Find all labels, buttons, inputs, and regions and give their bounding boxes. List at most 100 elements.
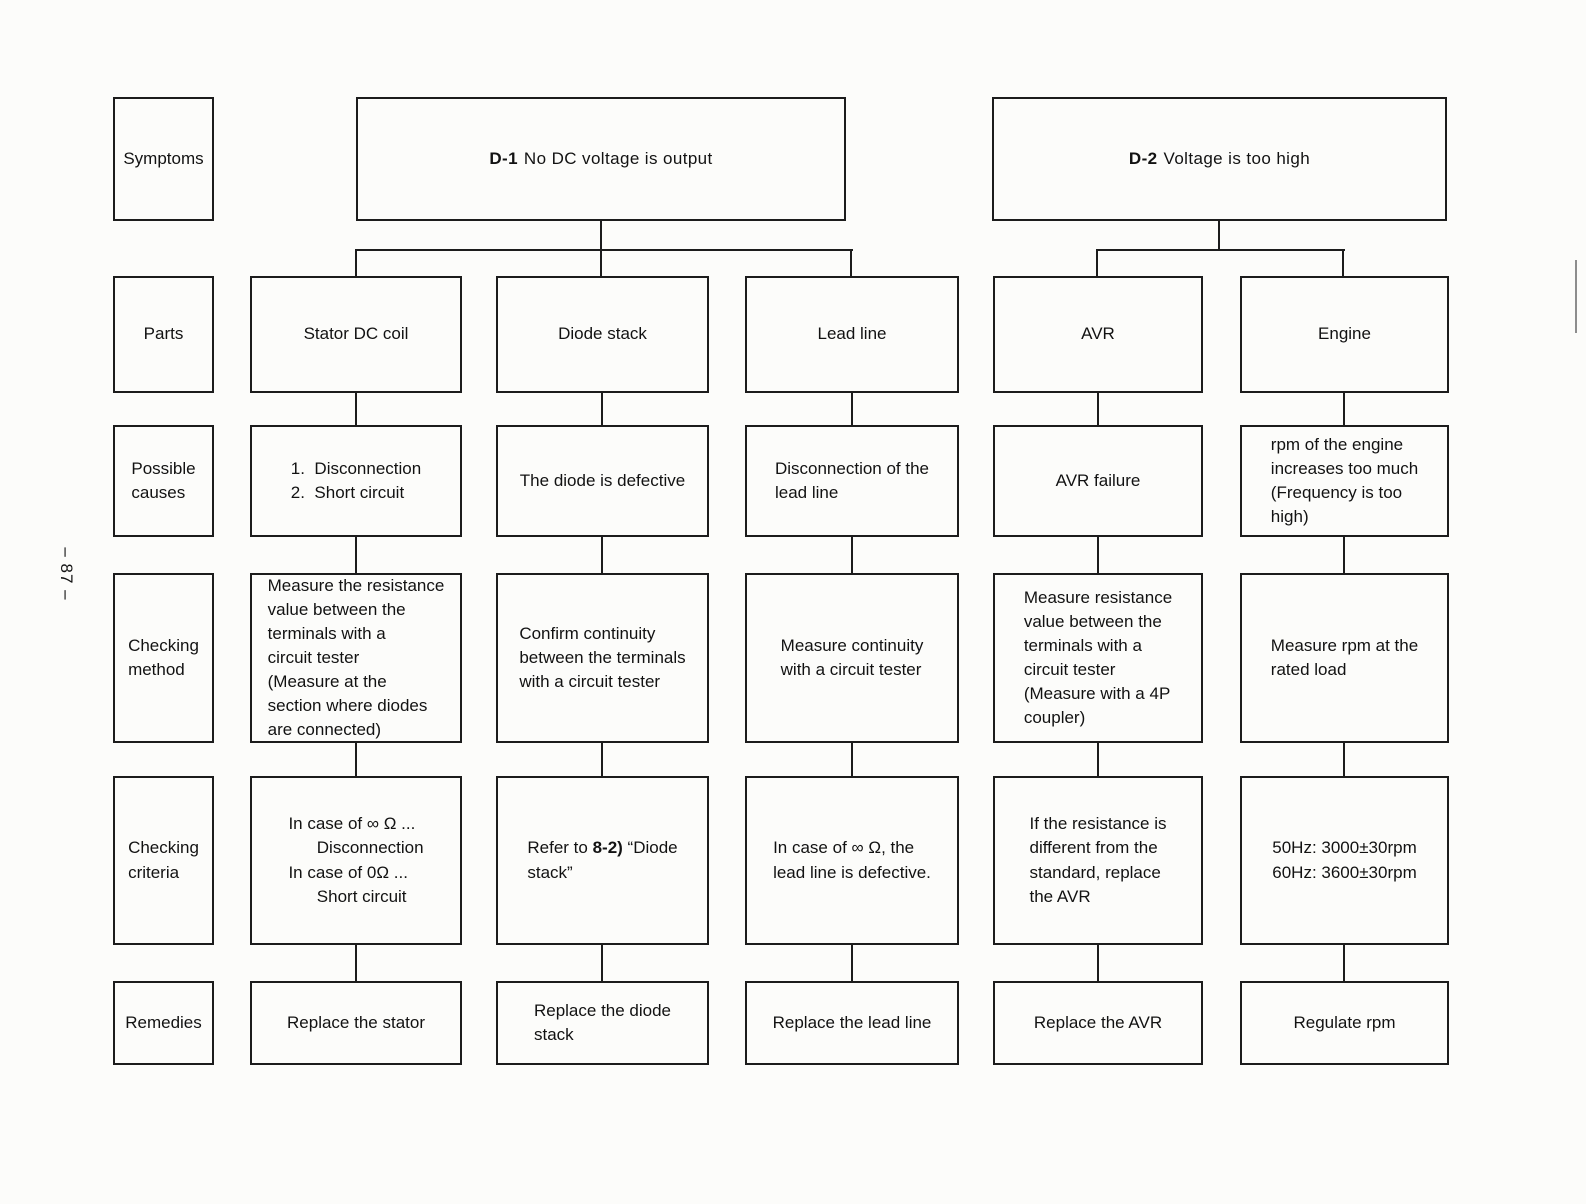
part-engine-text: Engine [1318,324,1371,344]
row-label-checking-method-text: Checking method [128,635,199,679]
remedy-engine-box: Regulate rpm [1240,981,1449,1065]
connector-line [600,249,602,276]
criteria-diode-suffix: “Diode stack” [527,838,678,882]
criteria-diode-box: Refer to 8-2) “Diode stack” [496,776,709,945]
part-stator-text: Stator DC coil [303,324,409,344]
part-diode-box: Diode stack [496,276,709,393]
symptom-d2-text: D-2 Voltage is too high [1129,149,1310,169]
row-label-checking-criteria-text: Checking criteria [128,838,199,882]
remedy-diode-text: Replace the diode stack [533,1000,672,1044]
remedy-stator-text: Replace the stator [287,1012,425,1032]
row-label-parts-text: Parts [143,324,184,344]
criteria-diode-text: Refer to 8-2) “Diode stack” [527,836,677,884]
connector-line [355,249,853,251]
connector-line [1343,945,1345,981]
symptom-d1-text: D-1 No DC voltage is output [489,149,712,169]
connector-line [355,249,357,276]
cause-leadline-box: Disconnection of the lead line [745,425,959,537]
symptom-d2-code: D-2 [1128,149,1158,168]
symptom-d1-code: D-1 [489,149,518,168]
connector-line [355,393,357,425]
connector-line [355,945,357,981]
criteria-engine-text: 50Hz: 3000±30rpm 60Hz: 3600±30rpm [1272,838,1417,882]
method-leadline-text: Measure continuity with a circuit tester [780,635,924,679]
criteria-stator-box: In case of ∞ Ω ... Disconnection In case… [250,776,462,945]
remedy-avr-box: Replace the AVR [993,981,1203,1065]
connector-line [1343,743,1345,776]
method-engine-box: Measure rpm at the rated load [1240,573,1449,743]
method-stator-box: Measure the resistance value between the… [250,573,462,743]
connector-line [601,945,603,981]
cause-diode-text: The diode is defective [519,470,686,490]
method-leadline-box: Measure continuity with a circuit tester [745,573,959,743]
method-diode-box: Confirm continuity between the terminals… [496,573,709,743]
remedy-leadline-box: Replace the lead line [745,981,959,1065]
row-label-possible-causes: Possible causes [113,425,214,537]
connector-line [1097,743,1099,776]
part-avr-text: AVR [1081,324,1115,344]
part-diode-text: Diode stack [558,324,647,344]
cause-stator-text: 1. Disconnection 2. Short circuit [290,458,422,502]
cause-diode-box: The diode is defective [496,425,709,537]
remedy-leadline-text: Replace the lead line [772,1012,932,1032]
symptom-d1-box: D-1 No DC voltage is output [356,97,846,221]
symptom-d2-box: D-2 Voltage is too high [992,97,1447,221]
connector-line [355,537,357,573]
connector-line [851,743,853,776]
remedy-diode-box: Replace the diode stack [496,981,709,1065]
connector-line [1097,945,1099,981]
cause-avr-text: AVR failure [1055,470,1141,490]
row-label-checking-method: Checking method [113,573,214,743]
part-avr-box: AVR [993,276,1203,393]
remedy-stator-box: Replace the stator [250,981,462,1065]
method-stator-text: Measure the resistance value between the… [267,575,445,740]
row-label-possible-causes-text: Possible causes [131,458,196,502]
cause-engine-box: rpm of the engine increases too much (Fr… [1240,425,1449,537]
row-label-remedies: Remedies [113,981,214,1065]
cause-engine-text: rpm of the engine increases too much (Fr… [1270,434,1419,527]
criteria-diode-ref: 8-2) [592,838,623,858]
criteria-avr-box: If the resistance is different from the … [993,776,1203,945]
cause-leadline-text: Disconnection of the lead line [774,458,930,502]
cause-stator-box: 1. Disconnection 2. Short circuit [250,425,462,537]
remedy-engine-text: Regulate rpm [1293,1012,1396,1032]
part-engine-box: Engine [1240,276,1449,393]
connector-line [601,537,603,573]
criteria-leadline-box: In case of ∞ Ω, the lead line is defecti… [745,776,959,945]
connector-line [1096,249,1345,251]
connector-line [1343,537,1345,573]
criteria-leadline-text: In case of ∞ Ω, the lead line is defecti… [773,838,931,882]
connector-line [1342,249,1344,276]
connector-line [1096,249,1098,276]
row-label-remedies-text: Remedies [125,1012,202,1032]
row-label-symptoms-text: Symptoms [123,148,204,168]
row-label-symptoms: Symptoms [113,97,214,221]
page-number: – 87 – [57,547,76,601]
connector-line [1097,537,1099,573]
method-avr-text: Measure resistance value between the ter… [1023,587,1173,728]
connector-line [601,393,603,425]
connector-line [851,945,853,981]
connector-line [1097,393,1099,425]
connector-line [601,743,603,776]
criteria-diode-prefix: Refer to [527,838,593,858]
part-leadline-text: Lead line [817,324,887,344]
connector-line [851,393,853,425]
scan-artifact-line [1575,260,1577,333]
symptom-d2-label: Voltage is too high [1163,149,1311,168]
criteria-stator-text: In case of ∞ Ω ... Disconnection In case… [288,814,424,906]
remedy-avr-text: Replace the AVR [1033,1012,1163,1032]
row-label-checking-criteria: Checking criteria [113,776,214,945]
method-engine-text: Measure rpm at the rated load [1270,635,1419,679]
connector-line [1218,221,1220,250]
part-stator-box: Stator DC coil [250,276,462,393]
connector-line [600,221,602,250]
connector-line [1343,393,1345,425]
criteria-engine-box: 50Hz: 3000±30rpm 60Hz: 3600±30rpm [1240,776,1449,945]
method-diode-text: Confirm continuity between the terminals… [519,623,686,692]
criteria-avr-text: If the resistance is different from the … [1029,814,1167,906]
row-label-parts: Parts [113,276,214,393]
symptom-d1-label: No DC voltage is output [523,149,713,168]
connector-line [850,249,852,276]
